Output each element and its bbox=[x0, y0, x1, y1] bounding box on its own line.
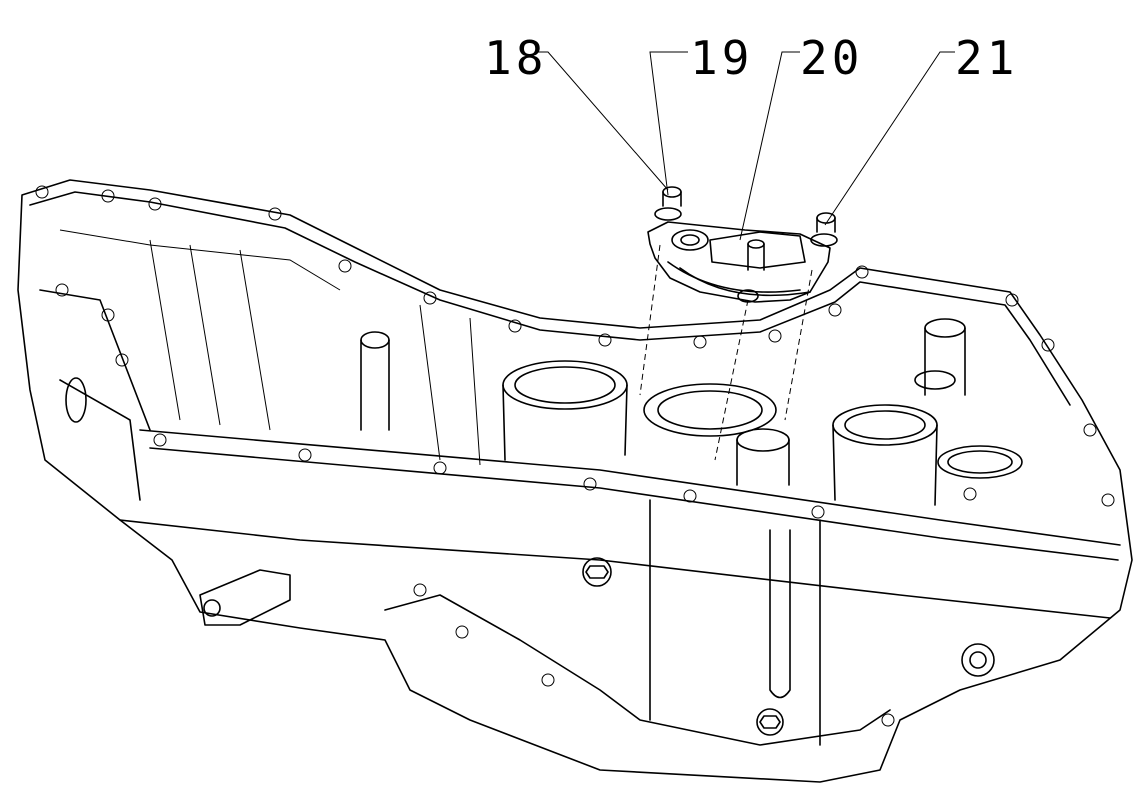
side-plug-inner bbox=[969, 651, 987, 669]
bolt-hole bbox=[693, 335, 707, 349]
cover-plate-lip bbox=[667, 261, 801, 293]
top-flange-edge bbox=[29, 191, 1071, 406]
bolt-hole bbox=[541, 673, 555, 687]
sump-slot bbox=[769, 529, 791, 699]
bore-1 bbox=[502, 360, 628, 410]
bolt-hole bbox=[298, 448, 312, 462]
front-rail-bottom bbox=[119, 519, 1111, 619]
bolt-hole bbox=[1041, 338, 1055, 352]
bolt-hole bbox=[148, 197, 162, 211]
bolt-hole bbox=[881, 713, 895, 727]
bolt-hole bbox=[423, 291, 437, 305]
drain-plug-bottom-hex bbox=[759, 715, 781, 729]
front-rail-mid bbox=[149, 447, 1119, 561]
leader-line-18 bbox=[538, 51, 669, 191]
callout-label-18: 18 bbox=[484, 31, 547, 85]
bore-3-wall bbox=[832, 424, 938, 506]
drain-plug-left bbox=[582, 557, 612, 587]
bore-1-wall bbox=[502, 384, 628, 461]
cover-plate-rib bbox=[709, 231, 806, 269]
bolt-hole bbox=[268, 207, 282, 221]
bolt-hole bbox=[115, 353, 129, 367]
bolt-hole bbox=[433, 461, 447, 475]
washer-21 bbox=[810, 233, 838, 247]
bolt-hole bbox=[855, 265, 869, 279]
bolt-18-head bbox=[662, 186, 682, 198]
flange-bolt-holes bbox=[35, 185, 1115, 727]
internal-ribs bbox=[149, 239, 481, 466]
front-rail-top bbox=[139, 429, 1121, 546]
bore-2-inner bbox=[657, 390, 763, 430]
bolt-hole bbox=[583, 477, 597, 491]
callout-label-21: 21 bbox=[955, 31, 1018, 85]
cover-plate-assembly bbox=[647, 186, 838, 303]
bolt-hole bbox=[413, 583, 427, 597]
bolt-hole bbox=[963, 487, 977, 501]
bolt-hole bbox=[101, 308, 115, 322]
sensor-housing bbox=[199, 569, 291, 626]
inner-flange-line bbox=[59, 229, 341, 291]
bore-3-inner bbox=[844, 410, 926, 440]
bolt-21-head bbox=[816, 212, 836, 224]
bolt-center-head bbox=[747, 239, 765, 249]
sump-edge bbox=[384, 594, 891, 746]
washer-19 bbox=[654, 207, 682, 221]
leader-line-19 bbox=[649, 51, 688, 196]
guide-line-left bbox=[639, 244, 661, 396]
boss-center bbox=[736, 428, 790, 452]
assembly-guide-lines bbox=[639, 244, 813, 461]
cover-plate bbox=[647, 221, 831, 303]
leader-line-21 bbox=[824, 51, 955, 226]
drain-plug-left-hex bbox=[585, 565, 609, 579]
cover-plate-boss bbox=[671, 229, 709, 251]
bore-2 bbox=[643, 383, 777, 437]
left-end-boss bbox=[65, 377, 87, 423]
bolt-hole bbox=[455, 625, 469, 639]
bolt-hole bbox=[55, 283, 69, 297]
bore-4 bbox=[937, 445, 1023, 479]
pillar-2-wall bbox=[924, 327, 966, 396]
housing-outline bbox=[17, 179, 1133, 783]
crankcase-housing bbox=[17, 179, 1133, 783]
bore-1-inner bbox=[514, 366, 616, 404]
boss-center-wall bbox=[736, 439, 790, 486]
cover-plate-lip-inner bbox=[679, 267, 811, 297]
drain-plug-bottom bbox=[756, 708, 784, 736]
sensor-bolt bbox=[203, 599, 221, 617]
bolt-center-shank bbox=[747, 243, 765, 271]
bolt-21-shank bbox=[816, 217, 836, 233]
callout-label-19: 19 bbox=[690, 31, 753, 85]
bolt-hole bbox=[598, 333, 612, 347]
pillar-1-wall bbox=[360, 339, 390, 431]
cover-plate-boss-hole bbox=[680, 234, 700, 246]
guide-line-center bbox=[714, 299, 749, 461]
pillar-1 bbox=[360, 331, 390, 349]
bolt-18-shank bbox=[662, 191, 682, 207]
callout-label-20: 20 bbox=[800, 31, 863, 85]
bolt-hole bbox=[683, 489, 697, 503]
bolt-hole bbox=[768, 329, 782, 343]
bolt-hole bbox=[35, 185, 49, 199]
bolt-hole bbox=[508, 319, 522, 333]
pillar-2 bbox=[924, 318, 966, 338]
callout-labels: 18 19 20 21 bbox=[484, 31, 1018, 85]
bore-4-inner bbox=[947, 450, 1013, 474]
bolt-hole bbox=[828, 303, 842, 317]
side-plug bbox=[961, 643, 995, 677]
bolt-hole bbox=[1005, 293, 1019, 307]
leader-line-20 bbox=[739, 51, 800, 241]
bolt-hole bbox=[1083, 423, 1097, 437]
sump-ribs bbox=[649, 499, 821, 746]
left-end-detail bbox=[39, 289, 151, 501]
bolt-hole bbox=[811, 505, 825, 519]
bolt-hole bbox=[338, 259, 352, 273]
guide-line-right bbox=[784, 269, 813, 421]
bolt-hole bbox=[1101, 493, 1115, 507]
leader-lines bbox=[538, 51, 955, 241]
bolt-hole bbox=[101, 189, 115, 203]
pillar-3 bbox=[914, 370, 956, 390]
bolt-hole bbox=[153, 433, 167, 447]
